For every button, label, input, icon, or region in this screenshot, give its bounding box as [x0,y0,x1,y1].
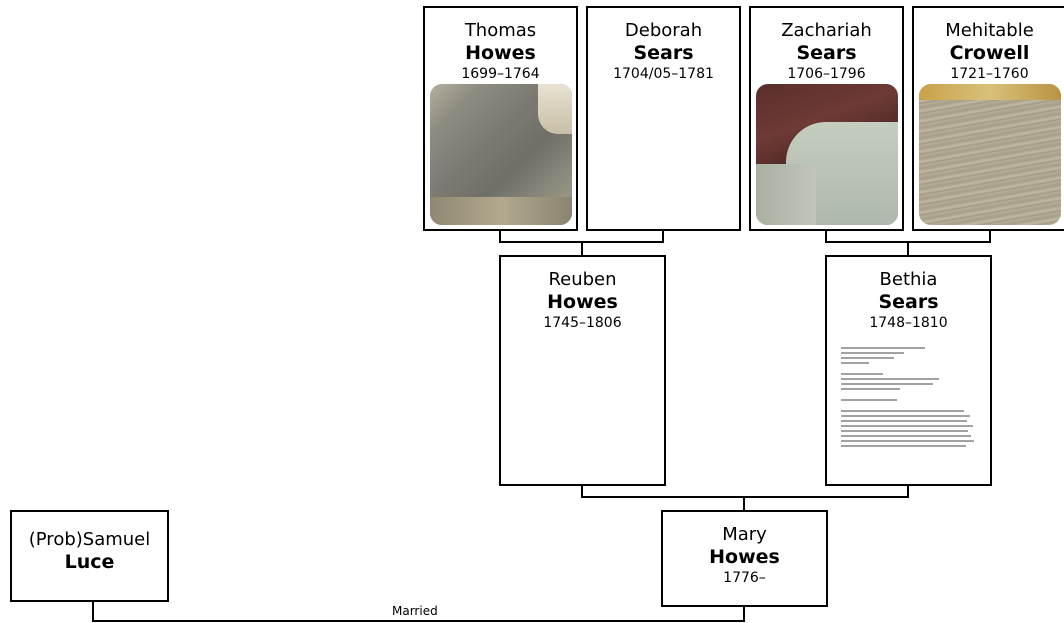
given-name: Deborah [588,20,739,42]
given-name: (Prob)Samuel [12,529,167,551]
surname: Sears [827,291,990,313]
person-card-mehitable-crowell[interactable]: Mehitable Crowell 1721–1760 [912,6,1064,231]
person-card-deborah-sears[interactable]: Deborah Sears 1704/05–1781 [586,6,741,231]
person-card-samuel-luce[interactable]: (Prob)Samuel Luce [10,510,169,602]
surname: Crowell [914,42,1064,64]
surname: Howes [425,42,576,64]
life-dates: 1748–1810 [827,314,990,332]
surname: Sears [588,42,739,64]
given-name: Zachariah [751,20,902,42]
given-name: Mehitable [914,20,1064,42]
life-dates: 1721–1760 [914,65,1064,83]
life-dates: 1745–1806 [501,314,664,332]
life-dates: 1699–1764 [425,65,576,83]
surname: Howes [501,291,664,313]
surname: Sears [751,42,902,64]
person-card-reuben-howes[interactable]: Reuben Howes 1745–1806 [499,255,666,486]
given-name: Thomas [425,20,576,42]
surname: Luce [12,551,167,573]
given-name: Mary [663,524,826,546]
given-name: Reuben [501,269,664,291]
person-card-thomas-howes[interactable]: Thomas Howes 1699–1764 [423,6,578,231]
person-card-zachariah-sears[interactable]: Zachariah Sears 1706–1796 [749,6,904,231]
person-card-bethia-sears[interactable]: Bethia Sears 1748–1810 [825,255,992,486]
document-image[interactable] [841,343,981,471]
life-dates: 1704/05–1781 [588,65,739,83]
person-card-mary-howes[interactable]: Mary Howes 1776– [661,510,828,607]
life-dates: 1776– [663,569,826,587]
gravestone-photo[interactable] [919,84,1061,225]
gravestone-photo[interactable] [756,84,898,225]
married-label: Married [392,604,438,618]
life-dates: 1706–1796 [751,65,902,83]
given-name: Bethia [827,269,990,291]
gravestone-photo[interactable] [430,84,572,225]
surname: Howes [663,546,826,568]
